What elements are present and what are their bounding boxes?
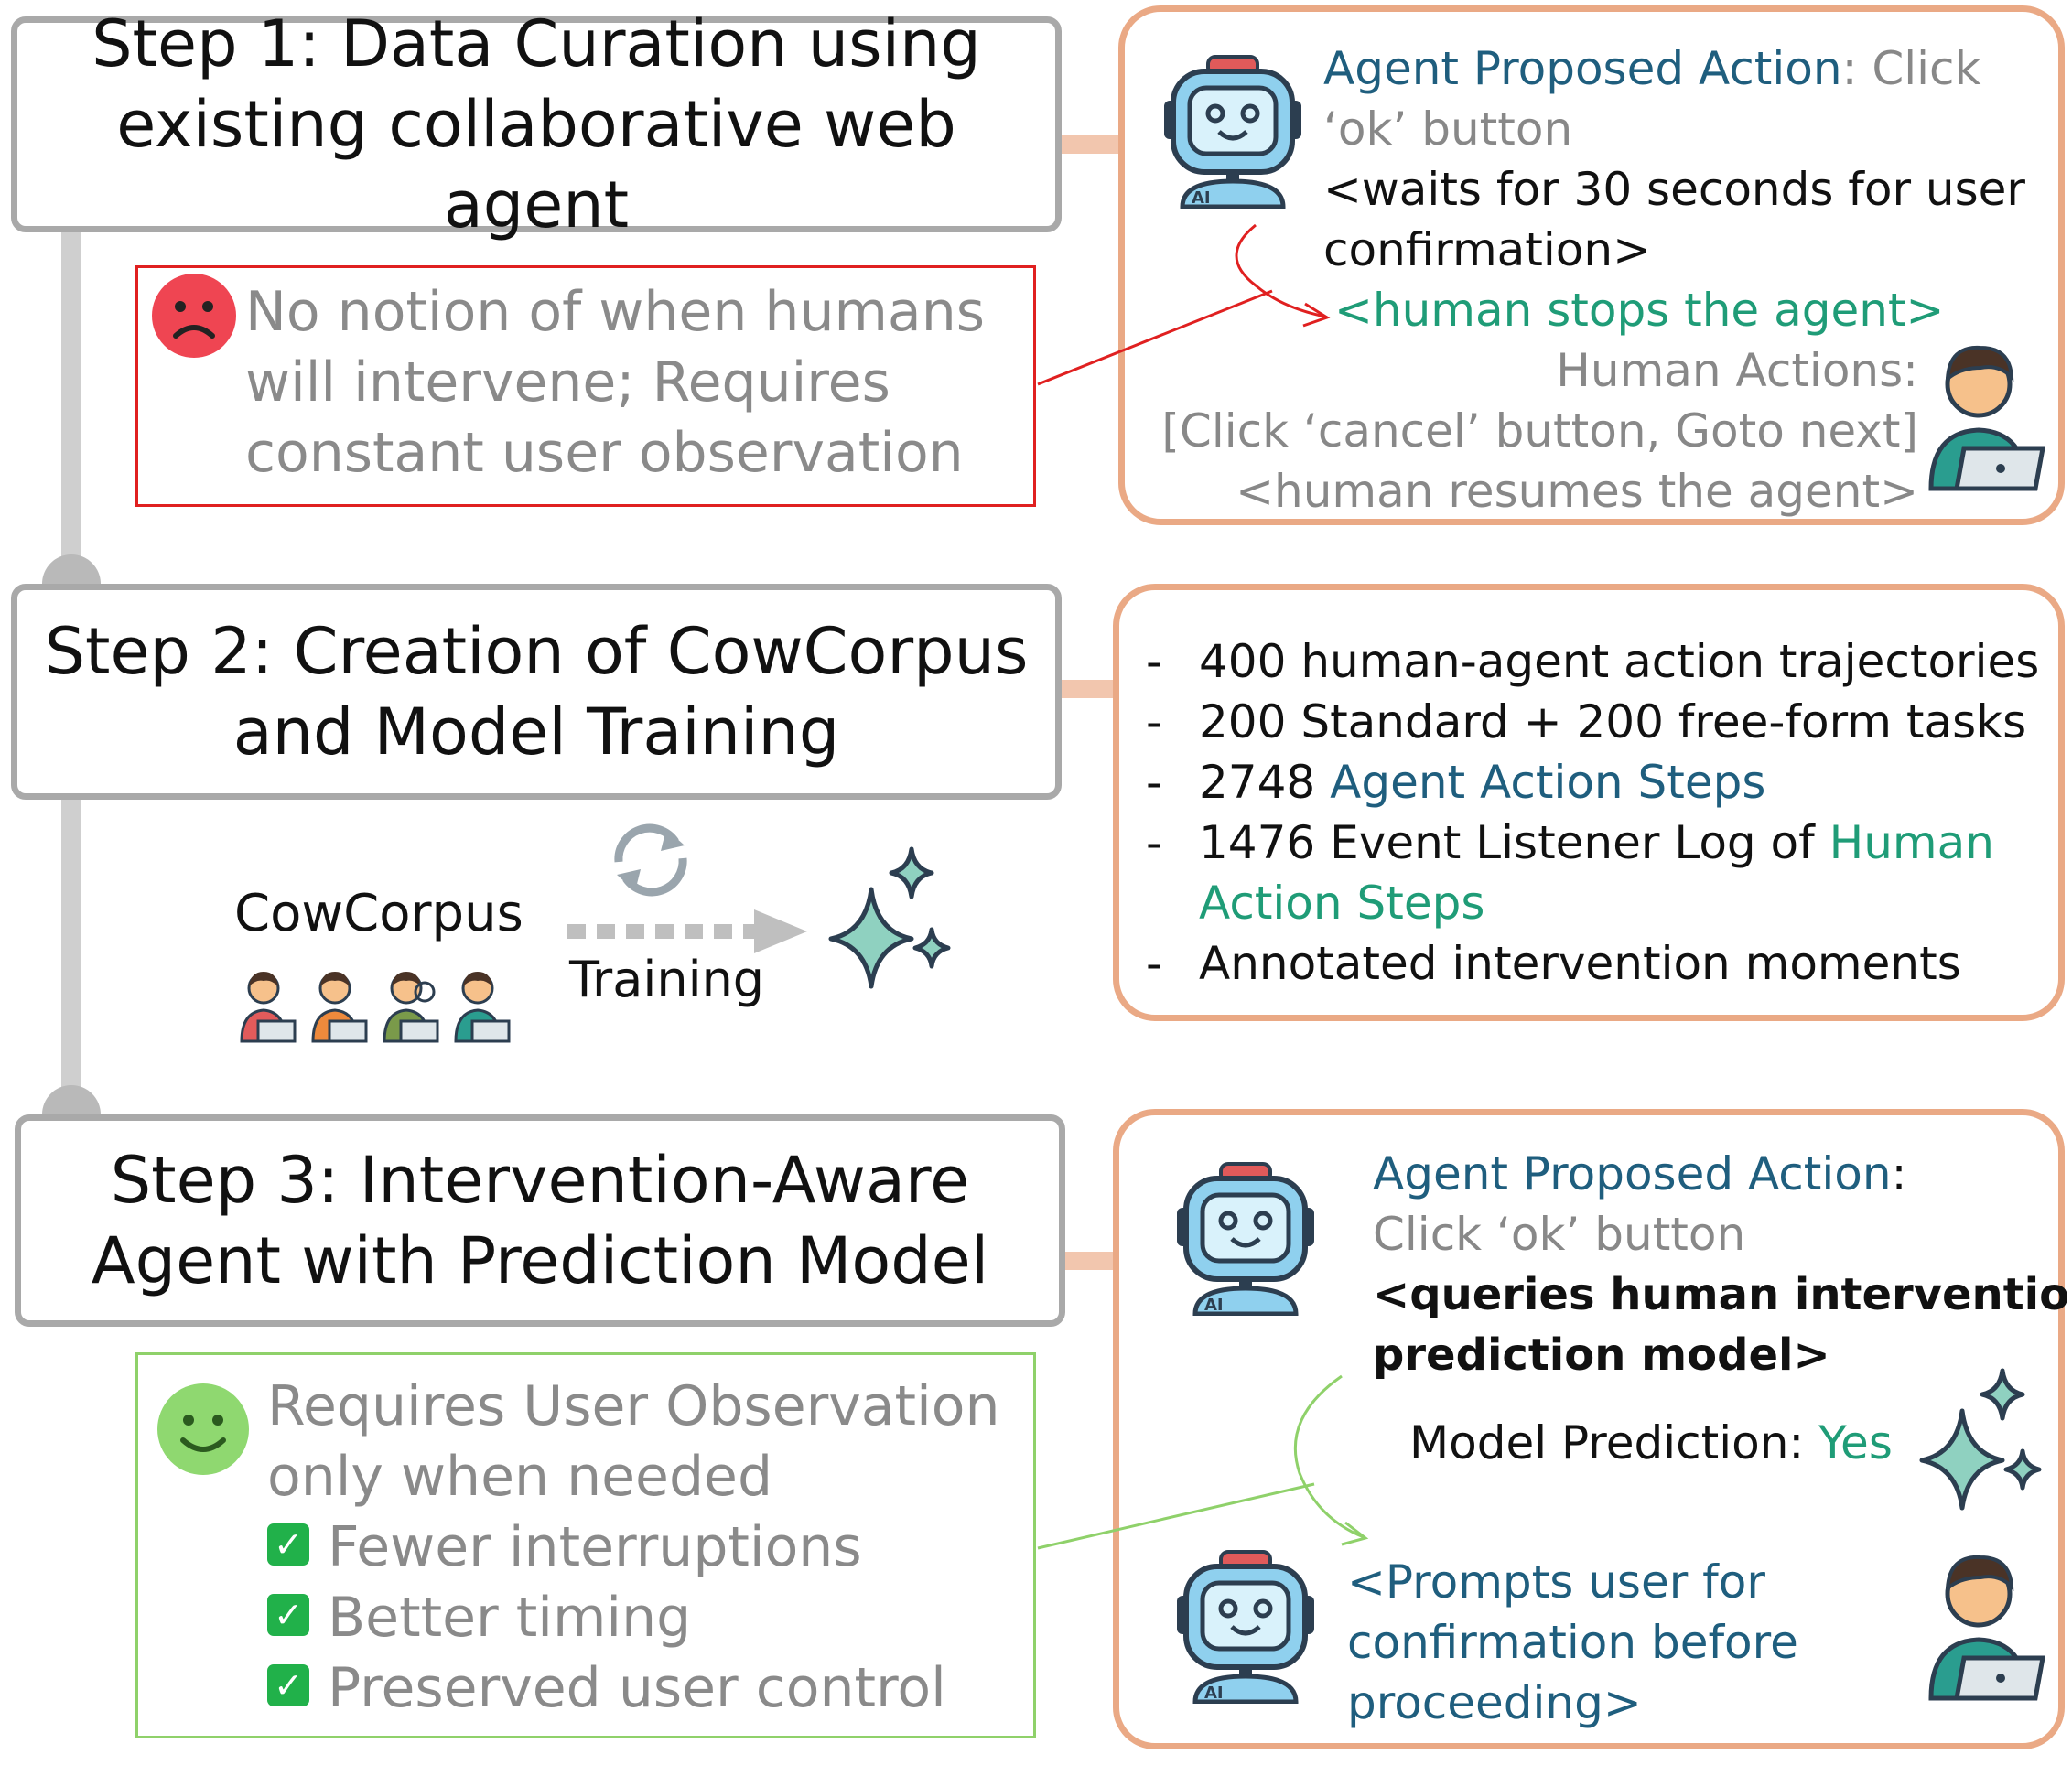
step2-item-4-dash: - (1146, 816, 1163, 869)
step3-proposed-suffix: : (1891, 1147, 1907, 1200)
human-at-laptop-icon (1928, 345, 2045, 491)
robot-icon: AI (1177, 1162, 1314, 1316)
check-icon: ✓ (267, 1594, 309, 1637)
positive-check-1: ✓ Fewer interruptions (267, 1512, 862, 1583)
step3-prompts-line1: <Prompts user for (1347, 1555, 1765, 1609)
step-2-panel (1113, 584, 2065, 1021)
svg-text:AI: AI (1204, 1296, 1224, 1315)
step2-item-1-dash: - (1146, 635, 1163, 688)
positive-check-1-text: Fewer interruptions (328, 1515, 862, 1579)
robot-icon: AI (1177, 1550, 1314, 1704)
positive-note-line2: only when needed (267, 1445, 773, 1509)
step3-prompts-line3: proceeding> (1347, 1676, 1642, 1729)
connector-2 (1057, 680, 1121, 698)
training-arrow (567, 909, 807, 953)
negative-note-line1: No notion of when humans (245, 280, 985, 344)
step-1-title-line1: Step 1: Data Curation using (92, 6, 981, 81)
step1-proposed-suffix: : Click (1841, 42, 1981, 95)
user-2-icon (311, 972, 368, 1043)
step2-item-3-highlight: Agent Action Steps (1330, 756, 1766, 809)
refresh-cycle-icon (614, 823, 687, 897)
step2-item-3-dash: - (1146, 756, 1163, 809)
step3-proposed-line: Agent Proposed Action: (1373, 1144, 1906, 1204)
step-2-title-line1: Step 2: Creation of CowCorpus (44, 614, 1029, 689)
step1-proposed-cont: ‘ok’ button (1323, 102, 1573, 156)
svg-text:AI: AI (1192, 188, 1211, 208)
step2-item-4: 1476 Event Listener Log of Human (1199, 813, 1994, 873)
step-3-title-line2: Agent with Prediction Model (91, 1223, 989, 1298)
step2-item-5: Annotated intervention moments (1199, 937, 1961, 990)
step1-waits-line1: <waits for 30 seconds for user (1323, 163, 2025, 216)
step1-human-stops: <human stops the agent> (1334, 284, 1945, 337)
sparkles-icon (828, 846, 951, 989)
step2-item-4-cont: Action Steps (1199, 877, 1485, 930)
step-1-box: Step 1: Data Curation using existing col… (11, 6, 1062, 242)
step2-item-3: 2748 Agent Action Steps (1199, 752, 1765, 813)
sad-face-icon (152, 274, 236, 358)
negative-note-line2: will intervene; Requires (245, 350, 890, 414)
human-at-laptop-icon (1928, 1555, 2045, 1701)
step2-item-2: 200 Standard + 200 free-form tasks (1199, 695, 2027, 748)
step1-human-actions-list: [Click ‘cancel’ button, Goto next] (1161, 404, 1918, 457)
check-icon: ✓ (267, 1523, 309, 1566)
step2-item-4-highlight: Human (1829, 816, 1994, 869)
step3-prediction-line: Model Prediction: Yes (1409, 1413, 1893, 1473)
positive-check-2-text: Better timing (328, 1586, 692, 1650)
step-1-title-line2: existing collaborative web agent (116, 87, 956, 242)
svg-text:AI: AI (1204, 1684, 1224, 1703)
negative-note-line3: constant user observation (245, 421, 964, 485)
step3-prompts-line2: confirmation before (1347, 1616, 1798, 1669)
user-4-icon (454, 972, 511, 1043)
sparkles-icon (1919, 1368, 2042, 1511)
positive-check-3-text: Preserved user control (328, 1656, 946, 1720)
negative-note-box (135, 265, 1036, 507)
positive-note-box (135, 1352, 1036, 1738)
training-label: Training (569, 951, 765, 1008)
step2-item-1: 400 human-agent action trajectories (1199, 635, 2040, 688)
step-2-title-line2: and Model Training (232, 694, 840, 769)
step3-queries-line2: prediction model> (1373, 1329, 1830, 1381)
step-2-box: Step 2: Creation of CowCorpus and Model … (11, 584, 1062, 800)
positive-check-2: ✓ Better timing (267, 1583, 691, 1653)
step3-proposed-label: Agent Proposed Action (1373, 1147, 1892, 1200)
step3-queries-line1: <queries human intervention (1373, 1269, 2072, 1320)
step2-item-2-dash: - (1146, 695, 1163, 748)
step3-prediction-label: Model Prediction: (1409, 1416, 1819, 1469)
check-icon: ✓ (267, 1664, 309, 1707)
connector-3 (1062, 1252, 1121, 1270)
connector-1 (1057, 135, 1121, 154)
smile-face-icon (157, 1383, 249, 1475)
step1-human-resumes: <human resumes the agent> (1236, 465, 1918, 518)
step2-item-5-dash: - (1146, 937, 1163, 990)
step2-item-3-prefix: 2748 (1199, 756, 1331, 809)
robot-icon: AI (1164, 55, 1301, 209)
cowcorpus-label: CowCorpus (234, 884, 523, 943)
step3-proposed-cont: Click ‘ok’ button (1373, 1208, 1746, 1261)
step-3-box: Step 3: Intervention-Aware Agent with Pr… (15, 1114, 1065, 1327)
user-1-icon (240, 972, 297, 1043)
user-3-icon (383, 972, 439, 1043)
positive-note-line1: Requires User Observation (267, 1374, 1000, 1438)
step2-item-4-prefix: 1476 Event Listener Log of (1199, 816, 1829, 869)
positive-check-3: ✓ Preserved user control (267, 1653, 946, 1724)
step1-human-actions-label: Human Actions: (1556, 344, 1918, 397)
step3-prediction-value: Yes (1818, 1416, 1893, 1469)
users-group-icon (240, 972, 511, 1043)
step-3-title-line1: Step 3: Intervention-Aware (110, 1143, 970, 1218)
step1-proposed-line: Agent Proposed Action: Click (1323, 38, 1980, 99)
step1-proposed-label: Agent Proposed Action (1323, 42, 1842, 95)
step1-waits-line2: confirmation> (1323, 223, 1651, 276)
